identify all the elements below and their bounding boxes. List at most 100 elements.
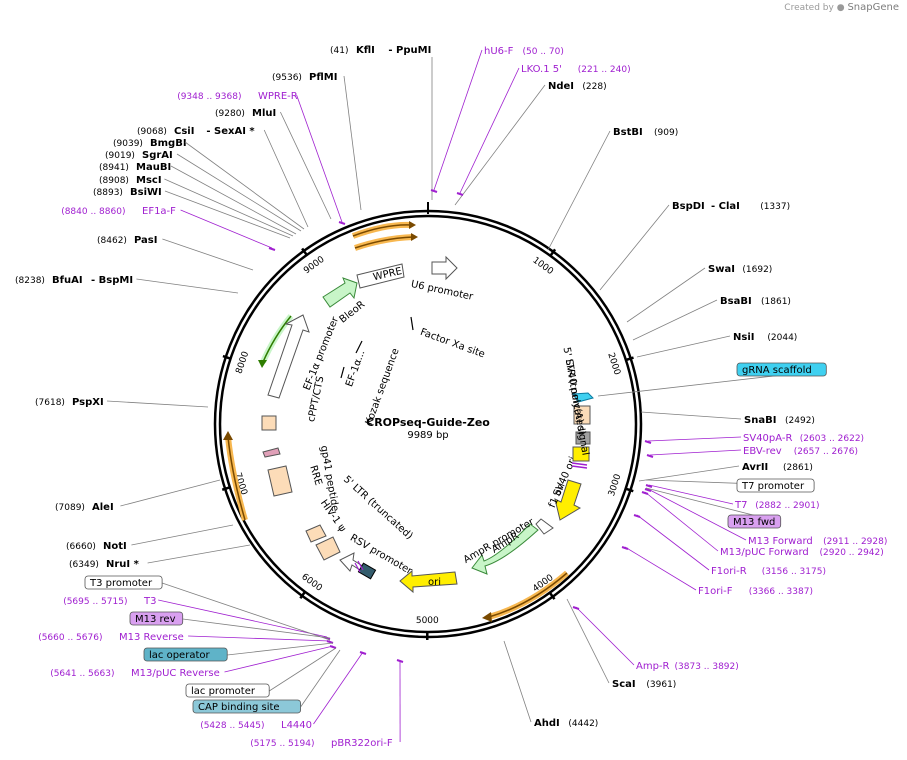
enzyme-name: PspXI	[72, 397, 104, 408]
enzyme-name: SnaBI	[744, 415, 776, 426]
boxed-label-leader	[300, 649, 341, 708]
primer-site: (5641 .. 5663)M13/pUC Reverse	[50, 645, 337, 679]
ef1a-arrow-line	[262, 315, 292, 363]
enzyme-site: (8462)PasI	[97, 235, 254, 271]
enzyme-site: (9019) SgrAI	[105, 150, 302, 232]
ruler-tick	[549, 248, 557, 257]
ampr-feature	[471, 523, 539, 575]
enzyme-leader-line	[454, 84, 546, 206]
enzyme-site: (9280) MluI	[215, 108, 332, 220]
enzyme-leader-line	[636, 335, 731, 358]
feature-label-ef1a-short: EF-1α...	[344, 349, 367, 389]
enzyme-name: MscI	[136, 175, 162, 186]
primer-mark	[357, 560, 364, 571]
primer-leader-line	[649, 449, 742, 456]
primer-leader-line	[180, 209, 273, 249]
boxed-label-text: T3 promoter	[89, 578, 153, 589]
primer-tick	[633, 514, 641, 518]
primer-name: M13 Reverse	[119, 632, 184, 643]
kozak-mark	[340, 366, 345, 379]
enzyme-site: (9536)PflMI	[272, 72, 362, 211]
enzyme-name-extra: - BspMI	[91, 275, 133, 286]
ruler-tick	[548, 591, 556, 600]
primer-name: L4440	[281, 720, 312, 731]
ruler-tick-label: 8000	[235, 350, 252, 375]
primer-range: (8840 .. 8860)	[61, 207, 125, 217]
enzyme-name: BfuAI	[52, 275, 83, 286]
boxed-label-leader	[227, 642, 334, 656]
ltr-5-feature	[315, 536, 341, 561]
bleor-feature	[322, 277, 358, 308]
enzyme-position: (9019)	[105, 151, 135, 161]
enzyme-leader-line	[547, 130, 611, 251]
primer-name: Amp-R	[636, 661, 670, 672]
enzyme-name: BstBI	[613, 127, 643, 138]
snapgene-logo-icon: ●	[836, 3, 845, 13]
boxed-label-leader	[161, 582, 331, 641]
primer-tick	[268, 247, 276, 251]
primer-site: (5175 .. 5194)pBR322ori-F	[250, 659, 404, 749]
enzyme-leader-line	[626, 267, 706, 323]
primer-range: (50 .. 70)	[523, 47, 564, 57]
enzyme-position: (909)	[654, 128, 678, 138]
primer-leader-line	[313, 651, 364, 725]
enzyme-position: (9536)	[272, 73, 302, 83]
primer-name: hU6-F	[484, 46, 514, 57]
backbone-inner	[218, 214, 638, 634]
enzyme-site: (8893)BsiWI	[93, 187, 291, 239]
enzyme-position: (8238)	[15, 276, 45, 286]
primer-range: (3366 .. 3387)	[749, 587, 813, 597]
primer-site: F1ori-F(3366 .. 3387)	[621, 546, 813, 597]
primer-range: (5428 .. 5445)	[200, 721, 264, 731]
primer-site: (8840 .. 8860)EF1a-F	[61, 206, 276, 251]
primer-site: M13 Forward(2911 .. 2928)	[644, 488, 887, 547]
enzyme-name: MluI	[252, 108, 276, 119]
enzyme-site: (3961)ScaI	[566, 598, 676, 690]
enzyme-leader-line	[164, 178, 294, 237]
primer-arrow-bottom-line	[488, 572, 568, 618]
enzyme-position: (9280)	[215, 109, 245, 119]
primer-leader-line	[296, 94, 343, 223]
primer-leader-line	[644, 491, 719, 552]
enzyme-name: KflI	[356, 45, 375, 56]
boxed-label: M13 fwd	[645, 487, 782, 529]
ruler-tick	[625, 487, 634, 493]
feature-label-u6-promoter: U6 promoter	[410, 279, 475, 303]
enzyme-leader-line	[503, 640, 532, 723]
feature-label-5ltr: 5' LTR (truncated)	[341, 474, 415, 542]
enzyme-position: (8941)	[99, 163, 129, 173]
primer-name: F1ori-R	[711, 566, 747, 577]
boxed-label-frame	[192, 699, 301, 714]
arrow-head-icon	[482, 612, 492, 622]
ruler-tick	[299, 591, 307, 599]
primer-range: (2882 .. 2901)	[755, 501, 819, 511]
boxed-label-frame	[736, 478, 815, 493]
enzyme-site: (6349)NruI *	[69, 544, 251, 570]
enzyme-position: (8893)	[93, 188, 123, 198]
enzyme-name: SgrAI	[142, 150, 173, 161]
enzyme-leader-line	[263, 129, 309, 228]
primer-sites: hU6-F(50 .. 70)LKO.1 5'(221 .. 240)SV40p…	[38, 46, 887, 749]
boxed-label: CAP binding site	[192, 649, 341, 714]
primer-range: (221 .. 240)	[578, 65, 631, 75]
enzyme-position: (3961)	[646, 680, 676, 690]
enzyme-position: (8462)	[97, 236, 127, 246]
enzyme-site: (41)KflI- PpuMI	[330, 45, 433, 200]
boxed-label-frame	[84, 575, 163, 590]
primer-leader-line	[158, 599, 328, 638]
ef1a-short-mark	[355, 340, 363, 354]
boxed-label-text: lac operator	[149, 650, 210, 661]
primer-tick	[329, 645, 337, 649]
enzyme-position: (9039)	[113, 139, 143, 149]
primer-tick	[646, 454, 654, 458]
boxed-label-leader	[182, 618, 331, 639]
feature-label-factor-xa: Factor Xa site	[419, 327, 487, 361]
primer-arrow-top-1-line	[352, 224, 412, 237]
boxed-label-frame	[185, 683, 270, 698]
enzyme-site: (1337)BspDI- ClaI	[599, 201, 790, 291]
enzyme-name: AleI	[92, 502, 114, 513]
enzyme-site: (228)NdeI	[454, 81, 607, 206]
boxed-label-text: M13 fwd	[733, 517, 775, 528]
enzyme-position: (2492)	[785, 416, 815, 426]
